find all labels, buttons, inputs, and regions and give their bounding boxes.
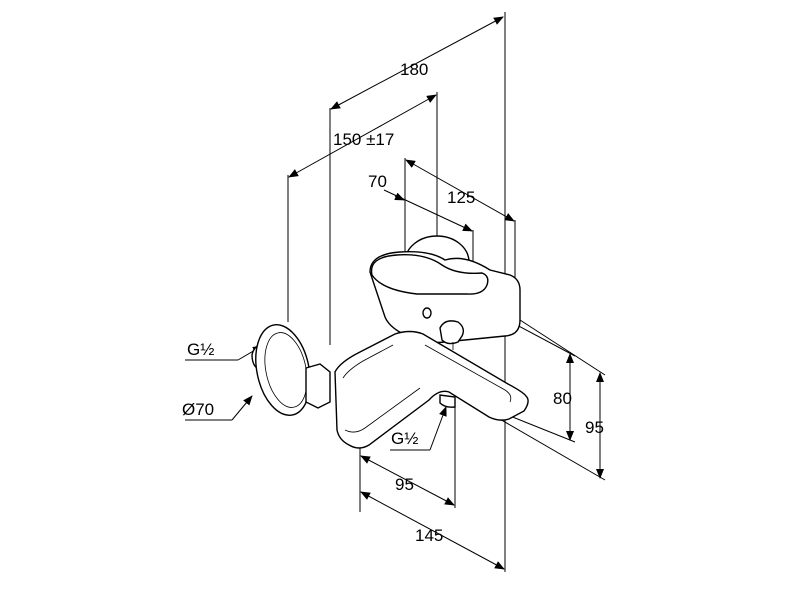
dim-145-label: 145 [415, 526, 443, 545]
dim-70-label: 70 [368, 172, 387, 191]
dim-95-right-label: 95 [585, 418, 604, 437]
dimension-lines [185, 16, 604, 570]
flange-diameter-label: Ø70 [182, 400, 214, 419]
outlet-thread-label: G½ [391, 429, 418, 448]
dim-80-label: 80 [553, 389, 572, 408]
dim-145-line [360, 491, 505, 570]
dim-95-bottom-label: 95 [395, 475, 414, 494]
dim-125-line [405, 159, 515, 222]
dim-150-line [288, 94, 437, 178]
faucet [251, 235, 529, 449]
inlet-thread-label: G½ [187, 340, 214, 359]
dim-180-line [330, 16, 504, 110]
dim-180-label: 180 [400, 60, 428, 79]
dim-125-label: 125 [447, 188, 475, 207]
dim-150-label: 150 ±17 [333, 130, 394, 149]
